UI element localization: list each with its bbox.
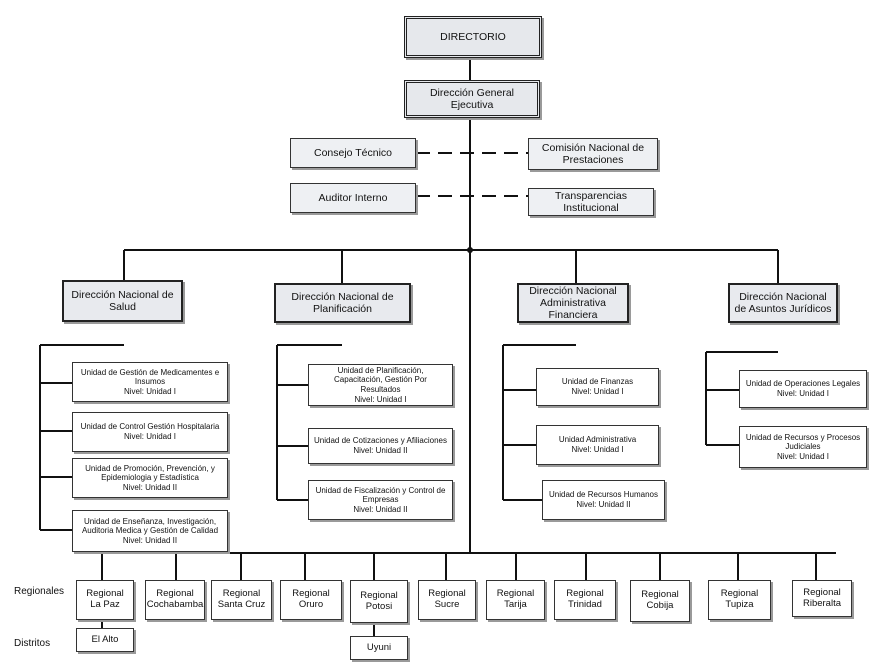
unidad-box: Unidad de Finanzas Nivel: Unidad I bbox=[536, 368, 659, 406]
regional-label: Regional Trinidad bbox=[566, 588, 604, 610]
unidad-box: Unidad de Recursos Humanos Nivel: Unidad… bbox=[542, 480, 665, 520]
regional-box: Regional Cochabamba bbox=[145, 580, 205, 620]
regional-box: Regional Cobija bbox=[630, 580, 690, 622]
regional-box: Regional Oruro bbox=[280, 580, 342, 620]
direccion-administrativa-box: Dirección Nacional Administrativa Financ… bbox=[517, 283, 629, 323]
unidad-label: Unidad de Enseñanza, Investigación, Audi… bbox=[81, 516, 219, 545]
regional-label: Regional Tarija bbox=[496, 588, 535, 610]
regional-label: Regional Riberalta bbox=[802, 586, 842, 609]
unidad-box: Unidad de Fiscalización y Control de Emp… bbox=[308, 480, 453, 520]
unidad-label: Unidad de Gestión de Medicamentes e Insu… bbox=[80, 367, 220, 396]
distrito-label: Uyuni bbox=[366, 641, 392, 653]
direccion-administrativa-label: Dirección Nacional Administrativa Financ… bbox=[529, 284, 617, 322]
comision-box: Comisión Nacional de Prestaciones bbox=[528, 138, 658, 170]
consejo-tecnico-box: Consejo Técnico bbox=[290, 138, 416, 168]
auditor-box: Auditor Interno bbox=[290, 183, 416, 213]
unidad-label: Unidad Administrativa Nivel: Unidad I bbox=[558, 435, 637, 454]
regional-box: Regional Riberalta bbox=[792, 580, 852, 617]
distrito-label: El Alto bbox=[91, 633, 119, 645]
regional-label: Regional Cochabamba bbox=[146, 588, 204, 610]
direccion-juridicos-box: Dirección Nacional de Asuntos Jurídicos bbox=[728, 283, 838, 323]
regional-box: Regional Santa Cruz bbox=[211, 580, 272, 620]
direccion-juridicos-label: Dirección Nacional de Asuntos Jurídicos bbox=[734, 290, 832, 315]
unidad-label: Unidad de Recursos y Procesos Judiciales… bbox=[745, 432, 861, 461]
unidad-box: Unidad de Enseñanza, Investigación, Audi… bbox=[72, 510, 228, 552]
regional-label: Regional La Paz bbox=[86, 588, 124, 610]
direccion-general-label: Dirección General Ejecutiva bbox=[429, 86, 515, 111]
distrito-box: El Alto bbox=[76, 628, 134, 652]
unidad-label: Unidad de Finanzas Nivel: Unidad I bbox=[561, 377, 634, 396]
regional-box: Regional Tarija bbox=[486, 580, 545, 620]
distrito-box: Uyuni bbox=[350, 636, 408, 660]
comision-label: Comisión Nacional de Prestaciones bbox=[541, 141, 645, 166]
regional-box: Regional Trinidad bbox=[554, 580, 616, 620]
direccion-planificacion-label: Dirección Nacional de Planificación bbox=[291, 290, 394, 315]
regional-label: Regional Cobija bbox=[641, 589, 679, 611]
regional-label: Regional Santa Cruz bbox=[217, 588, 266, 610]
unidad-label: Unidad de Operaciones Legales Nivel: Uni… bbox=[745, 379, 861, 398]
regional-box: Regional Tupiza bbox=[708, 580, 771, 620]
regional-box: Regional Sucre bbox=[418, 580, 476, 620]
regional-box: Regional La Paz bbox=[76, 580, 134, 620]
unidad-box: Unidad de Promoción, Prevención, y Epide… bbox=[72, 458, 228, 498]
regional-label: Regional Potosi bbox=[360, 589, 398, 612]
unidad-label: Unidad de Planificación, Capacitación, G… bbox=[334, 365, 427, 404]
distritos-label: Distritos bbox=[14, 638, 51, 649]
unidad-label: Unidad de Recursos Humanos Nivel: Unidad… bbox=[549, 490, 658, 509]
transparencias-label: Transparencias Institucional bbox=[555, 189, 627, 214]
unidad-box: Unidad de Control Gestión Hospitalaria N… bbox=[72, 412, 228, 452]
auditor-label: Auditor Interno bbox=[318, 191, 388, 204]
direccion-general-box: Dirección General Ejecutiva bbox=[404, 80, 540, 118]
unidad-label: Unidad de Promoción, Prevención, y Epide… bbox=[85, 463, 215, 492]
regional-label: Regional Tupiza bbox=[720, 588, 759, 610]
transparencias-box: Transparencias Institucional bbox=[528, 188, 654, 216]
direccion-salud-label: Dirección Nacional de Salud bbox=[71, 288, 174, 313]
regional-label: Regional Oruro bbox=[292, 588, 330, 610]
unidad-box: Unidad de Planificación, Capacitación, G… bbox=[308, 364, 453, 406]
regional-label: Regional Sucre bbox=[428, 588, 466, 610]
consejo-tecnico-label: Consejo Técnico bbox=[313, 146, 393, 159]
unidad-label: Unidad de Fiscalización y Control de Emp… bbox=[315, 485, 446, 514]
unidad-box: Unidad de Recursos y Procesos Judiciales… bbox=[739, 426, 867, 468]
directorio-label: DIRECTORIO bbox=[440, 30, 506, 43]
unidad-box: Unidad de Gestión de Medicamentes e Insu… bbox=[72, 362, 228, 402]
directorio-box: DIRECTORIO bbox=[404, 16, 542, 58]
regionales-label: Regionales bbox=[14, 586, 65, 597]
regional-box: Regional Potosi bbox=[350, 580, 408, 623]
unidad-box: Unidad de Operaciones Legales Nivel: Uni… bbox=[739, 370, 867, 408]
unidad-box: Unidad de Cotizaciones y Afiliaciones Ni… bbox=[308, 428, 453, 464]
unidad-label: Unidad de Cotizaciones y Afiliaciones Ni… bbox=[314, 436, 447, 455]
direccion-planificacion-box: Dirección Nacional de Planificación bbox=[274, 283, 411, 323]
direccion-salud-box: Dirección Nacional de Salud bbox=[62, 280, 183, 322]
unidad-box: Unidad Administrativa Nivel: Unidad I bbox=[536, 425, 659, 465]
unidad-label: Unidad de Control Gestión Hospitalaria N… bbox=[80, 422, 220, 441]
